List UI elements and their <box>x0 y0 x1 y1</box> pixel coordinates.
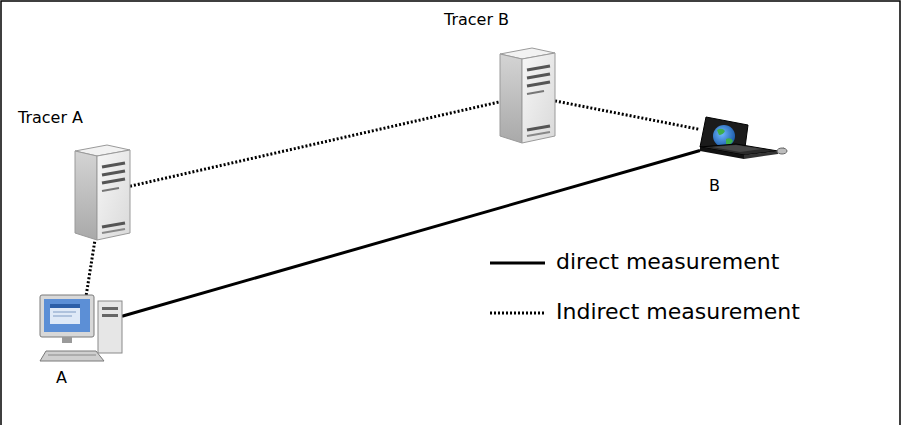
tracer-server: Tracer B <box>440 8 560 148</box>
tracer-server: Tracer A <box>14 106 134 242</box>
direct-measurement-line <box>122 150 700 316</box>
client-desktop: A <box>36 292 126 396</box>
legend-solid-sample <box>490 262 545 265</box>
device-label: A <box>56 368 67 388</box>
desktop-icon <box>40 295 122 361</box>
device-label: B <box>709 176 720 196</box>
legend-text: Indirect measurement <box>556 298 800 326</box>
server-icon <box>500 48 555 143</box>
server-icon <box>75 145 130 240</box>
client-laptop: B <box>696 110 791 204</box>
laptop-icon <box>700 117 787 159</box>
indirect-measurement-line <box>86 240 95 295</box>
legend-text: direct measurement <box>556 248 779 276</box>
legend-dotted-sample <box>490 312 545 315</box>
device-label: Tracer B <box>444 10 509 30</box>
indirect-measurement-line <box>130 102 500 186</box>
device-label: Tracer A <box>18 108 83 128</box>
indirect-measurement-line <box>555 101 700 130</box>
